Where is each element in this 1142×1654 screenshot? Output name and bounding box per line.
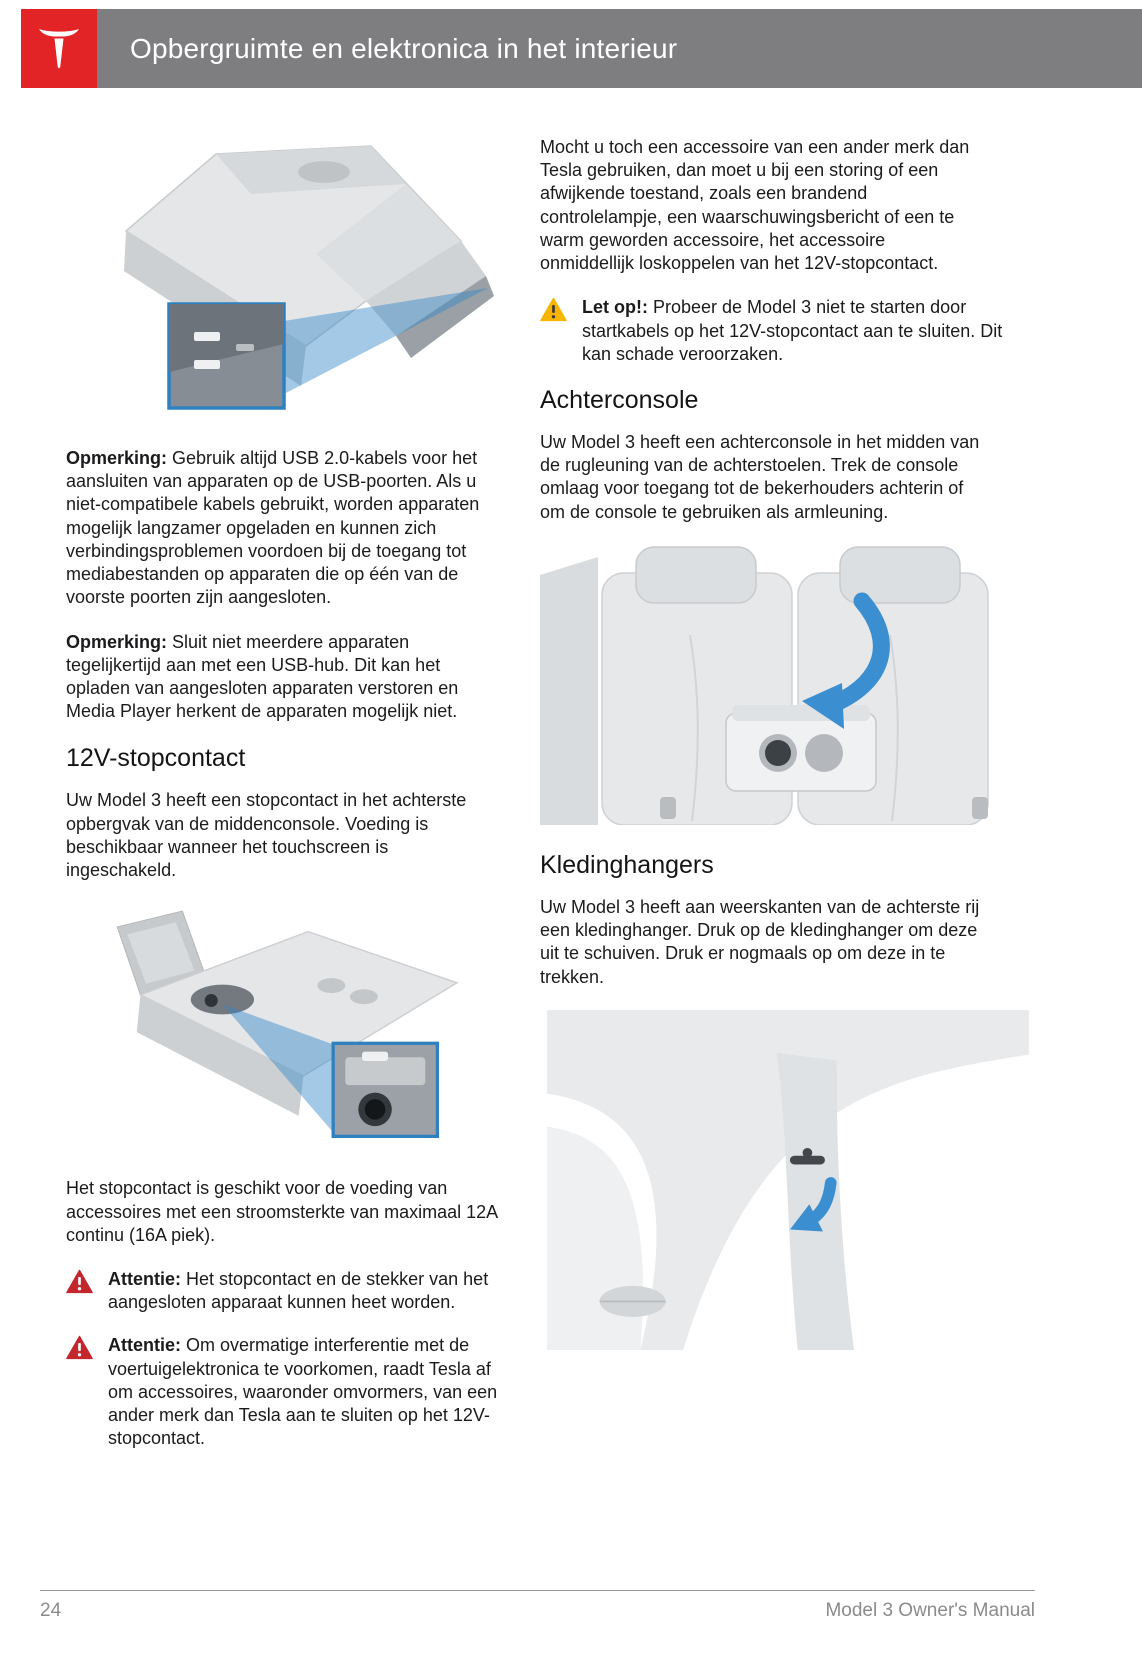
section-heading-12v: 12V-stopcontact: [66, 744, 246, 773]
warning-triangle-red-icon: [66, 1334, 93, 1450]
manual-title: Model 3 Owner's Manual: [825, 1600, 1035, 1621]
warning-label: Attentie:: [108, 1268, 181, 1289]
note-label: Opmerking:: [66, 448, 168, 468]
rear-console-paragraph: Uw Model 3 heeft een achterconsole in he…: [540, 431, 980, 522]
warning-text-block: Attentie: Het stopcontact en de stekker …: [108, 1268, 500, 1314]
12v-outlet-image: [66, 903, 500, 1151]
left-column: Opmerking: Gebruik altijd USB 2.0-kabels…: [66, 136, 500, 1470]
section-12v-capacity: Het stopcontact is geschikt voor de voed…: [66, 1178, 498, 1245]
usb-console-image: [66, 136, 500, 421]
section-heading-hangers: Kledinghangers: [540, 850, 714, 879]
coat-hanger-image: [540, 1009, 1036, 1350]
warning-interference: Attentie: Om overmatige interferentie me…: [66, 1334, 500, 1450]
caution-jumpstart: Let op!: Probeer de Model 3 niet te star…: [540, 296, 1036, 366]
accessory-disconnect-paragraph: Mocht u toch een accessoire van een ande…: [540, 137, 970, 274]
right-column: Mocht u toch een accessoire van een ande…: [540, 136, 1036, 1470]
warning-text: Om overmatige interferentie met de voert…: [108, 1335, 498, 1449]
warning-outlet-heat: Attentie: Het stopcontact en de stekker …: [66, 1268, 500, 1314]
page-header: Opbergruimte en elektronica in het inter…: [21, 9, 1142, 88]
hangers-paragraph: Uw Model 3 heeft aan weerskanten van de …: [540, 896, 980, 987]
warning-triangle-yellow-icon: [540, 296, 567, 366]
tesla-logo-icon: [21, 9, 97, 88]
warning-label: Attentie:: [108, 1335, 181, 1356]
warning-text-block: Attentie: Om overmatige interferentie me…: [108, 1334, 500, 1450]
section-12v-intro: Uw Model 3 heeft een stopcontact in het …: [66, 790, 467, 881]
warning-text: Het stopcontact en de stekker van het aa…: [108, 1268, 489, 1313]
warning-triangle-red-icon: [66, 1268, 93, 1314]
note-usb-hub: Opmerking: Sluit niet meerdere apparaten…: [66, 631, 500, 724]
rear-console-image: [540, 545, 1036, 825]
note-text: Sluit niet meerdere apparaten tegelijker…: [66, 631, 459, 722]
page-content: Opmerking: Gebruik altijd USB 2.0-kabels…: [66, 136, 1036, 1470]
page-number: 24: [40, 1600, 62, 1621]
note-label: Opmerking:: [66, 631, 168, 652]
section-heading-rear-console: Achterconsole: [540, 385, 699, 414]
caution-text-block: Let op!: Probeer de Model 3 niet te star…: [582, 296, 1022, 366]
note-usb-cables: Opmerking: Gebruik altijd USB 2.0-kabels…: [66, 447, 500, 610]
caution-label: Let op!:: [582, 297, 648, 318]
page-footer: 24 Model 3 Owner's Manual: [40, 1590, 1035, 1622]
page-title: Opbergruimte en elektronica in het inter…: [130, 32, 678, 64]
caution-text: Probeer de Model 3 niet te starten door …: [582, 297, 1003, 364]
note-text: Gebruik altijd USB 2.0-kabels voor het a…: [66, 448, 480, 608]
header-bar: Opbergruimte en elektronica in het inter…: [97, 9, 1142, 88]
